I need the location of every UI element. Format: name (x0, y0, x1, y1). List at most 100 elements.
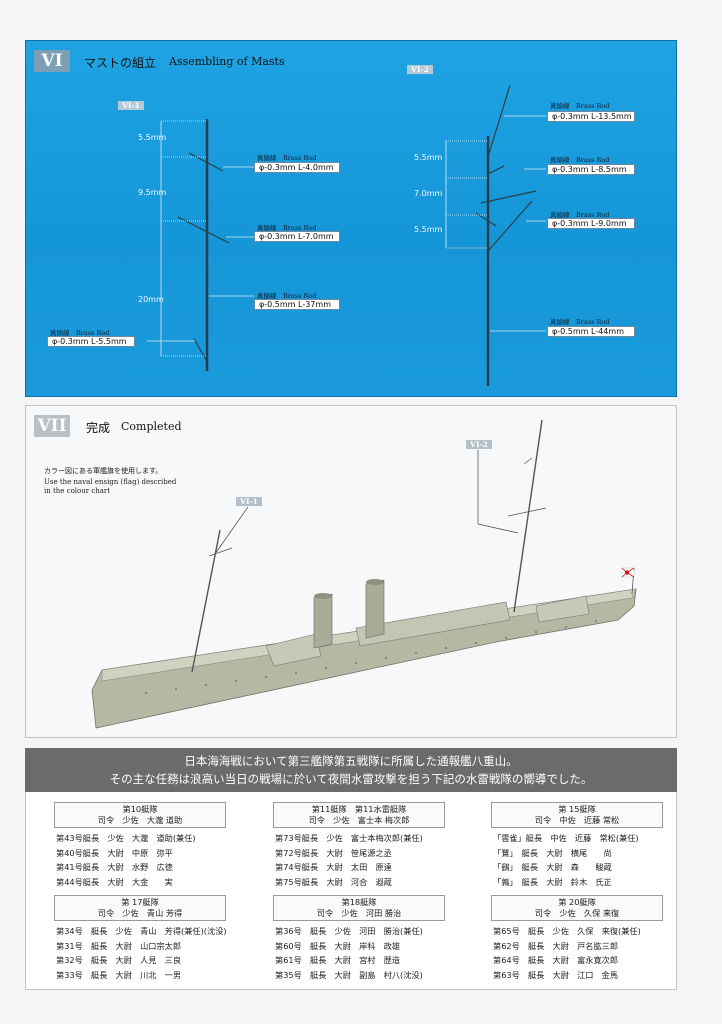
roster-row: 第32号 艇長 大尉 人見 三良 (56, 955, 182, 965)
vi2-tag: VI-2 (407, 65, 433, 74)
roster-row: 第72号艇長 大尉 笹尾源之丞 (275, 847, 392, 858)
roster-row: 第40号艇長 大尉 中原 弥平 (56, 847, 173, 858)
section-title-en: Assembling of Masts (169, 55, 285, 68)
squadron-header: 第18艇隊 司令 少佐 河田 勝治 (273, 895, 445, 921)
vi1-lower-strut-rod (193, 338, 208, 362)
vi2-part1-spec: φ-0.3mm L-13.5mm (547, 111, 635, 122)
ensign-note-jp: カラー図にある軍艦旗を使用します。 (44, 467, 163, 475)
vii-tag-vi1: VI-1 (236, 497, 262, 506)
roster-row: 第34号 艇長 少佐 青山 芳得(兼任)(沈没) (56, 926, 227, 936)
roster-row: 第41号艇長 大尉 水野 広徳 (56, 862, 173, 872)
vi1-leader-line (214, 506, 249, 555)
vi2-part4-name: 真鍮線 Brass Rod (550, 318, 610, 326)
vi2-part3-spec: φ-0.3mm L-9.0mm (547, 218, 635, 229)
squadron-title: 第10艇隊 (122, 804, 158, 814)
section-number-badge: VII (34, 415, 70, 437)
forward-bridge (265, 633, 322, 667)
roster-row: 第33号 艇長 大尉 川北 一男 (56, 969, 182, 980)
ensign-note-en-line-1: Use the naval ensign (flag) described (44, 478, 177, 486)
vi1-upper-yard-rod (188, 152, 224, 172)
completed-ship-illustration (91, 419, 637, 729)
section-completed: VII 完成 Completed カラー図にある軍艦旗を使用します。 Use t… (25, 405, 677, 738)
hull-portholes (145, 620, 597, 694)
roster-row: 第43号艇長 少佐 大瀧 道助(兼任) (56, 833, 196, 843)
vi1-part1-spec: φ-0.3mm L-4.0mm (254, 162, 340, 173)
vi1-middle-yard-rod (177, 216, 230, 244)
roster-row: 第61号 艇長 大尉 宮村 歴造 (275, 955, 401, 965)
vi1-dim-2: 9.5mm (138, 188, 167, 197)
vi2-part4-spec: φ-0.5mm L-44mm (547, 326, 635, 337)
section-title-jp: マストの組立 (84, 56, 157, 70)
roster-row: 第74号艇長 大尉 太田 原遠 (275, 862, 392, 872)
vi1-part2-name: 真鍮線 Brass Rod (257, 224, 317, 232)
roster-row: 第65号 艇長 少佐 久保 来復(兼任) (493, 926, 641, 936)
vi2-leader-line-2 (477, 523, 519, 534)
mainmast-yard (507, 507, 547, 517)
history-line-1: 日本海海戦において第三艦隊第五戦隊に所属した通報艦八重山。 (184, 754, 518, 768)
roster-row: 第60号 艇長 大尉 岸科 政雄 (275, 940, 401, 951)
history-line-2: その主な任務は浪高い当日の戦場に於いて夜間水雷攻撃を担う下記の水雷戦隊の嚮導でし… (109, 772, 593, 786)
squadron-header: 第 17艇隊 司令 少佐 青山 芳得 (54, 895, 226, 921)
roster-row: 「鷺」 艇長 大尉 横尾 尚 (493, 847, 612, 858)
forward-funnel (313, 593, 333, 649)
squadron-block: 第10艇隊 司令 少佐 大瀧 道助 第43号艇長 少佐 大瀧 道助(兼任) 第4… (54, 802, 226, 889)
mainmast (513, 419, 543, 613)
squadron-header: 第 15艇隊 司令 中佐 近藤 常松 (491, 802, 663, 828)
squadron-header: 第 20艇隊 司令 少佐 久保 来復 (491, 895, 663, 921)
squadron-header: 第11艇隊 第11水雷艇隊 司令 少佐 富士本 梅次郎 (273, 802, 445, 828)
squadron-title: 第11艇隊 第11水雷艇隊 (311, 804, 407, 814)
vi2-upper-yard-rod (480, 190, 537, 204)
forward-funnel-top (314, 593, 332, 599)
roster-row: 第75号艇長 大尉 河合 遐蔵 (275, 876, 392, 887)
section-number-badge: VI (34, 50, 70, 72)
mast-assembly-diagram (147, 84, 546, 386)
vi2-part1-name: 真鍮線 Brass Rod (550, 102, 610, 110)
squadron-title: 第18艇隊 (341, 897, 377, 907)
vii-tag-vi2: VI-2 (466, 440, 492, 449)
vi2-part2-name: 真鍮線 Brass Rod (550, 156, 610, 164)
vi2-part3-name: 真鍮線 Brass Rod (550, 211, 610, 219)
foremast-yard (208, 547, 233, 557)
aft-deckhouse (535, 595, 590, 623)
naval-ensign (621, 567, 635, 595)
section-assembling-masts: VI マストの組立 Assembling of Masts (25, 40, 677, 397)
squadron-commander: 司令 中佐 近藤 常松 (534, 815, 620, 825)
squadron-commander: 司令 少佐 久保 来復 (534, 908, 620, 918)
vi1-dim-1: 5.5mm (138, 133, 167, 142)
squadron-block: 第 15艇隊 司令 中佐 近藤 常松 「雲雀」艇長 中佐 近藤 常松(兼任) 「… (491, 802, 663, 889)
vi1-part1-name: 真鍮線 Brass Rod (257, 154, 317, 162)
section-title-jp: 完成 (86, 421, 111, 435)
vi2-top-rod (487, 84, 511, 158)
aft-funnel-top (366, 579, 384, 585)
roster-row: 第31号 艇長 大尉 山口宗太郎 (56, 940, 182, 951)
mainmast-topgallant (523, 457, 533, 465)
roster-row: 「雲雀」艇長 中佐 近藤 常松(兼任) (493, 833, 639, 843)
vi2-dim-2: 7.0mm (414, 189, 443, 198)
ensign-note-en-line-2: in the colour chart (44, 486, 111, 495)
squadron-block: 第18艇隊 司令 少佐 河田 勝治 第36号 艇長 少佐 河田 勝治(兼任) 第… (273, 895, 445, 982)
vi1-part2-spec: φ-0.3mm L-7.0mm (254, 231, 340, 242)
squadron-block: 第 20艇隊 司令 少佐 久保 来復 第65号 艇長 少佐 久保 来復(兼任) … (491, 895, 663, 982)
ensign-note-en: Use the naval ensign (flag) described in… (44, 478, 176, 495)
squadron-title: 第 15艇隊 (558, 804, 596, 814)
squadron-commander: 司令 少佐 青山 芳得 (97, 908, 183, 918)
squadron-title: 第 20艇隊 (558, 897, 596, 907)
squadron-commander: 司令 少佐 富士本 梅次郎 (308, 815, 410, 825)
vi2-upper-stay-rod (487, 165, 505, 175)
section-title-en: Completed (121, 420, 182, 433)
midship-deckhouse (355, 601, 511, 647)
roster-row: 「鷂」 艇長 大尉 森 駿蔵 (493, 862, 612, 872)
vi1-tag: VI-1 (118, 101, 144, 110)
squadron-commander: 司令 少佐 河田 勝治 (316, 908, 402, 918)
squadron-block: 第11艇隊 第11水雷艇隊 司令 少佐 富士本 梅次郎 第73号艇長 少佐 富士… (273, 802, 445, 889)
roster-row: 第62号 艇長 大尉 戸名肱三郎 (493, 940, 619, 951)
torpedo-boat-roster: 第10艇隊 司令 少佐 大瀧 道助 第43号艇長 少佐 大瀧 道助(兼任) 第4… (25, 792, 677, 990)
vi2-middle-stay-rod (475, 212, 497, 227)
vi1-part4-name: 真鍮線 Brass Rod (50, 329, 110, 337)
roster-row: 第35号 艇長 大尉 副島 村八(沈没) (275, 969, 423, 980)
roster-row: 第64号 艇長 大尉 富永寛次郎 (493, 955, 619, 965)
vi1-dim-3: 20mm (138, 295, 164, 304)
roster-row: 第44号艇長 大尉 大金 実 (56, 876, 173, 887)
vi2-part2-spec: φ-0.3mm L-8.5mm (547, 164, 635, 175)
vi1-part3-name: 真鍮線 Brass Rod (257, 292, 317, 300)
